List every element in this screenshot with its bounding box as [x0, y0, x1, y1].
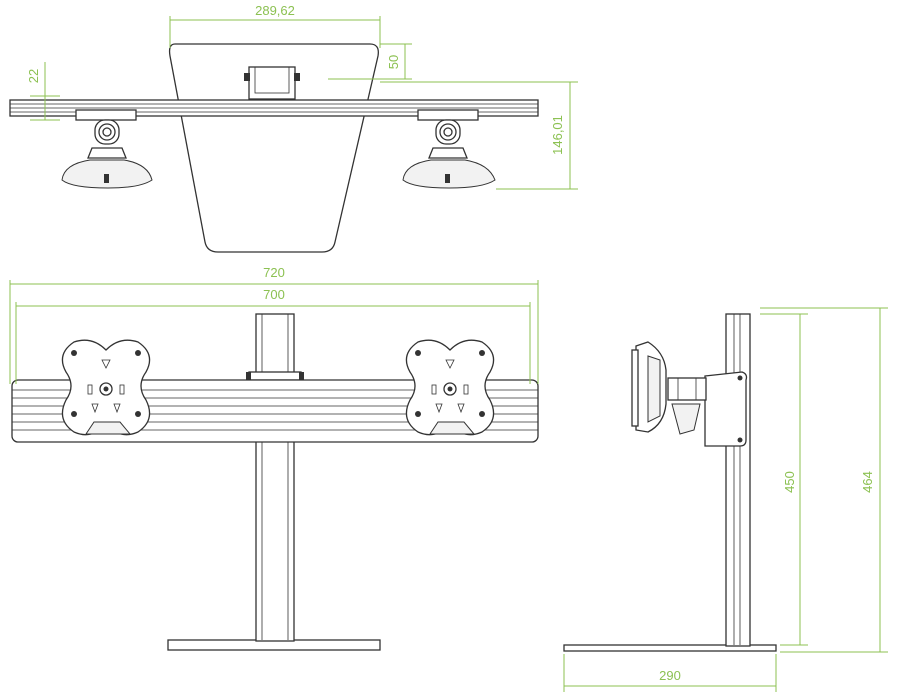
dim-front-outer-width-label: 720 — [263, 265, 285, 280]
top-view-left-mount — [61, 109, 153, 189]
front-view-left-vesa-plate — [61, 339, 151, 436]
top-view-clamp — [248, 66, 296, 100]
top-view: 289,62 50 22 146,01 — [9, 3, 578, 253]
dim-side-height-inner-label: 450 — [782, 471, 797, 493]
front-view: 720 700 — [9, 265, 539, 651]
top-view-right-mount — [402, 109, 496, 189]
dim-top-width-label: 289,62 — [255, 3, 295, 18]
side-view: 450 464 290 — [563, 307, 888, 692]
dim-top-bar-depth-label: 22 — [26, 69, 41, 83]
dim-side-height-outer-label: 464 — [860, 471, 875, 493]
dim-top-depth-label: 146,01 — [550, 115, 565, 155]
front-view-right-vesa-plate — [405, 339, 495, 436]
side-view-clamp — [704, 371, 748, 447]
dim-front-inner-width-label: 700 — [263, 287, 285, 302]
side-view-base — [563, 644, 777, 652]
top-view-base-plate — [168, 43, 379, 253]
dim-top-offset-label: 50 — [386, 55, 401, 69]
side-view-pole — [725, 313, 751, 647]
dim-side-base-depth-label: 290 — [659, 668, 681, 683]
